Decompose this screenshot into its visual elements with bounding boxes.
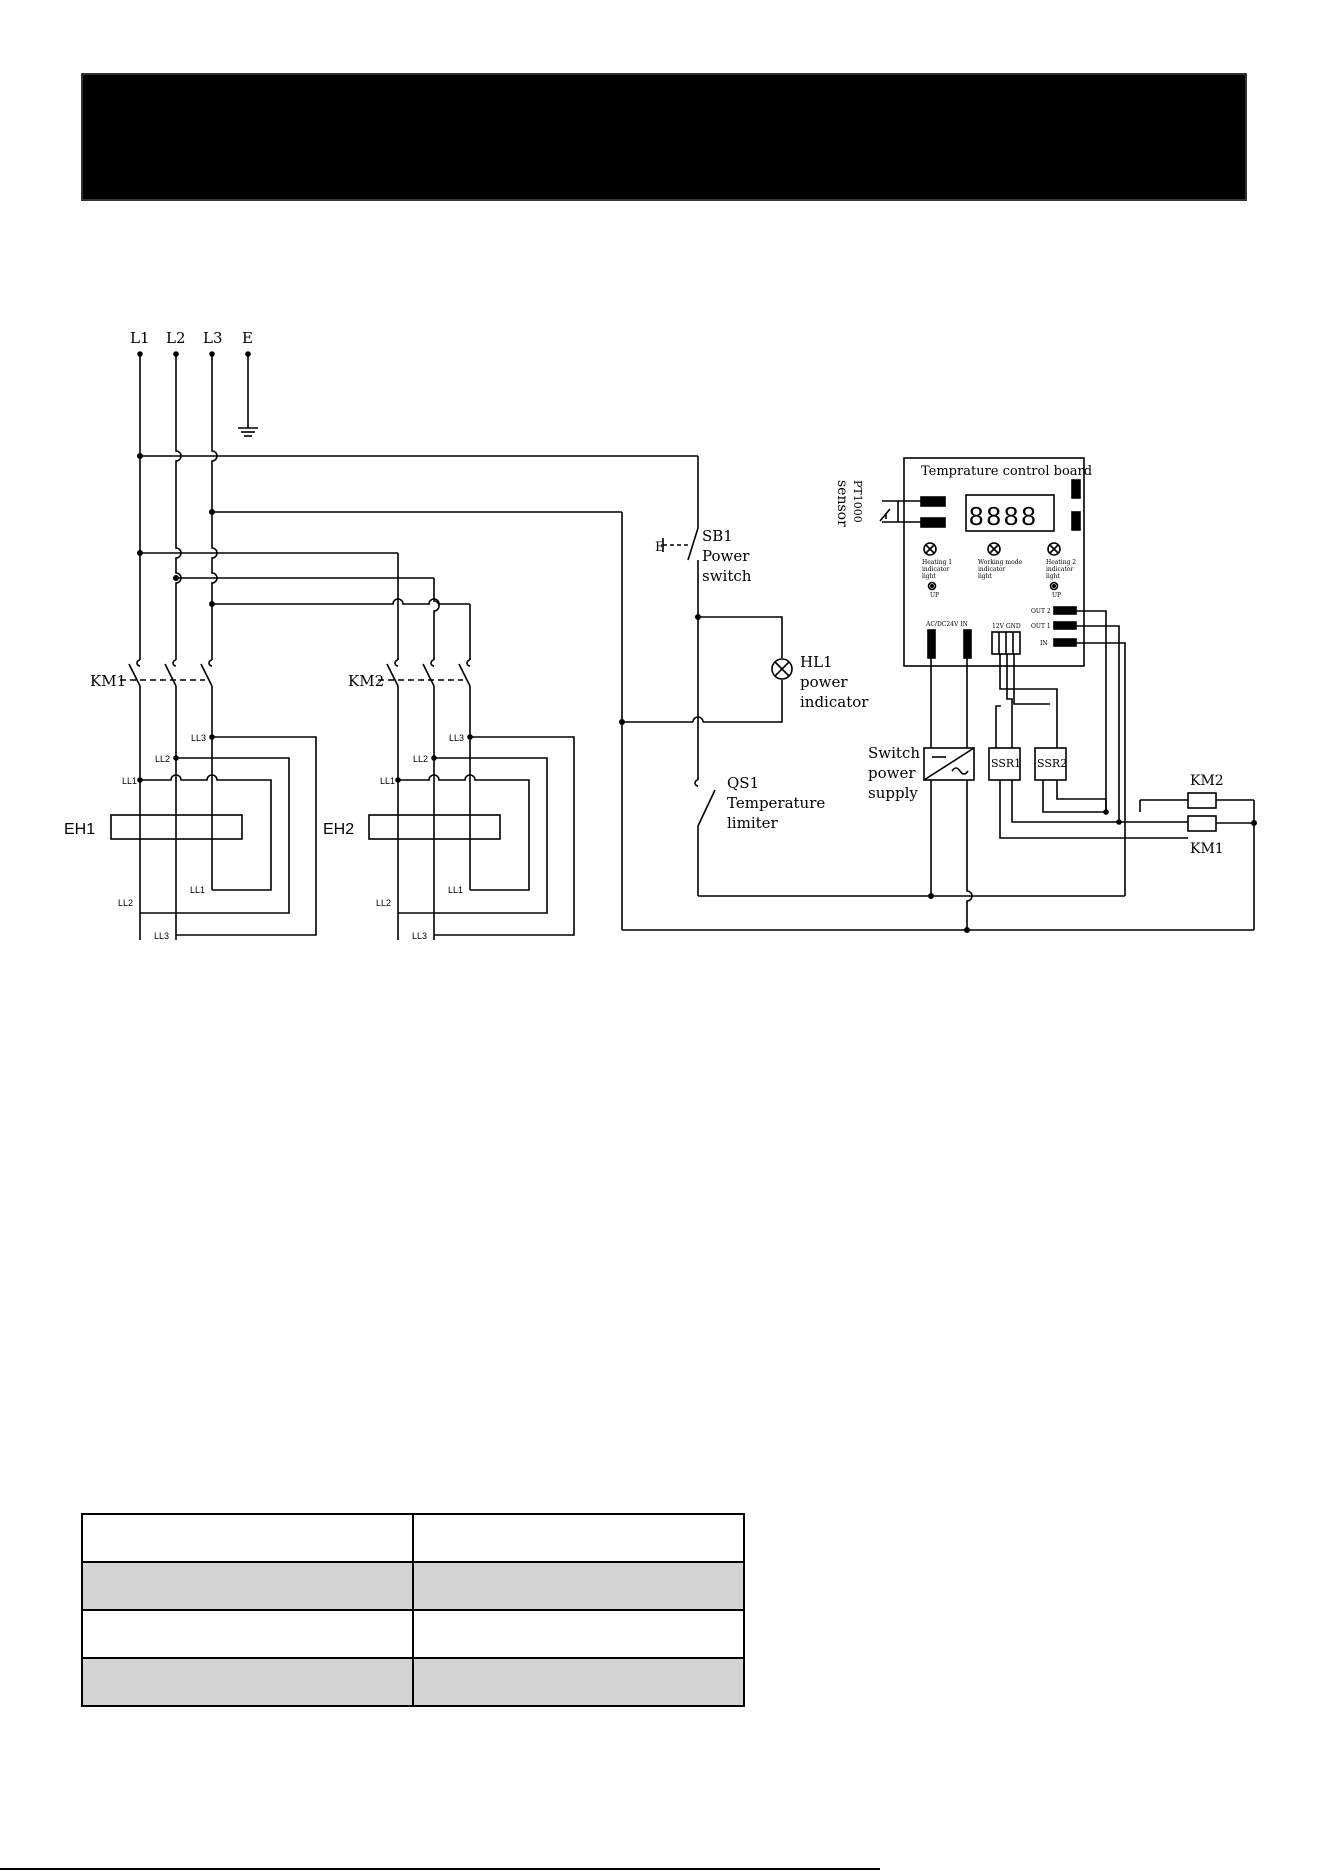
power-switch-sb1 <box>662 527 699 780</box>
coil-km2-label: KM2 <box>1190 773 1224 789</box>
eh1-ll2-label-bottom: LL2 <box>118 898 133 908</box>
v12-gnd-label: 12V GND <box>992 623 1021 630</box>
bottom-rule <box>0 1868 880 1870</box>
eh1-ll1-label-top: LL1 <box>122 776 137 786</box>
label-l1: L1 <box>130 329 150 347</box>
table-cell <box>81 1513 414 1563</box>
sensor-label: sensor <box>834 480 850 527</box>
contactor-km1 <box>120 659 213 940</box>
control-wiring <box>622 610 1258 933</box>
ac-dc-label: AC/DC24V IN <box>925 621 968 628</box>
table-row <box>81 1609 745 1659</box>
qs1-line1: Temperature <box>727 794 825 812</box>
table-cell <box>412 1513 745 1563</box>
eh2-ll1-label-bottom: LL1 <box>448 885 463 895</box>
heating1-up: UP <box>930 592 939 599</box>
sb1-line2: switch <box>702 567 752 585</box>
label-km2: KM2 <box>348 672 384 690</box>
table-cell <box>412 1609 745 1659</box>
coil-km1-label: KM1 <box>1190 841 1224 857</box>
eh1-ll1-label-bottom: LL1 <box>190 885 205 895</box>
board-title: Temprature control board <box>921 464 1092 479</box>
heating1-line2: indicator <box>922 566 950 573</box>
sensor-label-pt1000: PT1000 <box>851 480 864 523</box>
table-row <box>81 1657 745 1707</box>
eh2-ll3-label-bottom: LL3 <box>412 931 427 941</box>
working-line1: Working mode <box>978 559 1023 566</box>
label-e: E <box>242 329 253 347</box>
ssr1-label: SSR1 <box>991 757 1021 770</box>
heating1-line1: Heating 1 <box>922 559 952 566</box>
hl1-tag: HL1 <box>800 653 833 671</box>
heating2-line2: indicator <box>1046 566 1074 573</box>
ssr-relays <box>988 747 1067 781</box>
contactor-km2 <box>378 659 471 940</box>
heating1-line3: light <box>922 573 937 580</box>
table-cell <box>412 1657 745 1707</box>
sb1-tag: SB1 <box>702 527 733 545</box>
table-cell <box>412 1561 745 1611</box>
power-indicator-hl1 <box>618 613 793 725</box>
psu-line1: Switch <box>868 744 920 762</box>
out2-label: OUT 2 <box>1031 608 1051 615</box>
heater-eh1 <box>110 734 317 936</box>
control-feeders <box>137 452 699 930</box>
header-bar <box>81 73 1247 201</box>
main-bus <box>137 351 258 660</box>
table-cell <box>81 1609 414 1659</box>
eh2-ll3-label: LL3 <box>449 733 464 743</box>
label-km1: KM1 <box>90 672 126 690</box>
heating2-line1: Heating 2 <box>1046 559 1076 566</box>
qs1-line2: limiter <box>727 814 779 832</box>
table-row <box>81 1513 745 1563</box>
eh2-ll2-label-bottom: LL2 <box>376 898 391 908</box>
label-eh2: EH2 <box>323 821 354 838</box>
qs1-tag: QS1 <box>727 774 759 792</box>
eh2-ll2-label-top: LL2 <box>413 754 428 764</box>
psu-line3: supply <box>868 784 918 802</box>
working-line2: indicator <box>978 566 1006 573</box>
temperature-control-board <box>879 457 1085 667</box>
eh1-ll3-label-bottom: LL3 <box>154 931 169 941</box>
out1-label: OUT 1 <box>1031 623 1051 630</box>
board-display: 8888 <box>969 501 1039 531</box>
working-line3: light <box>978 573 993 580</box>
sb1-actuator-label: E <box>655 540 665 555</box>
eh1-ll2-label-top: LL2 <box>155 754 170 764</box>
heating2-line3: light <box>1046 573 1061 580</box>
table-row <box>81 1561 745 1611</box>
label-eh1: EH1 <box>64 821 95 838</box>
hl1-line2: indicator <box>800 693 869 711</box>
psu-line2: power <box>868 764 916 782</box>
table-cell <box>81 1657 414 1707</box>
table-cell <box>81 1561 414 1611</box>
heater-eh2 <box>368 734 575 936</box>
switch-power-supply <box>923 747 975 781</box>
label-l2: L2 <box>166 329 186 347</box>
label-l3: L3 <box>203 329 223 347</box>
eh1-ll3-label: LL3 <box>191 733 206 743</box>
heating2-up: UP <box>1052 592 1061 599</box>
ssr2-label: SSR2 <box>1037 757 1067 770</box>
hl1-line1: power <box>800 673 848 691</box>
sb1-line1: Power <box>702 547 750 565</box>
spec-table <box>81 1513 745 1707</box>
in-label: IN <box>1040 640 1048 647</box>
eh2-ll1-label-top: LL1 <box>380 776 395 786</box>
temperature-limiter-qs1 <box>694 779 930 897</box>
